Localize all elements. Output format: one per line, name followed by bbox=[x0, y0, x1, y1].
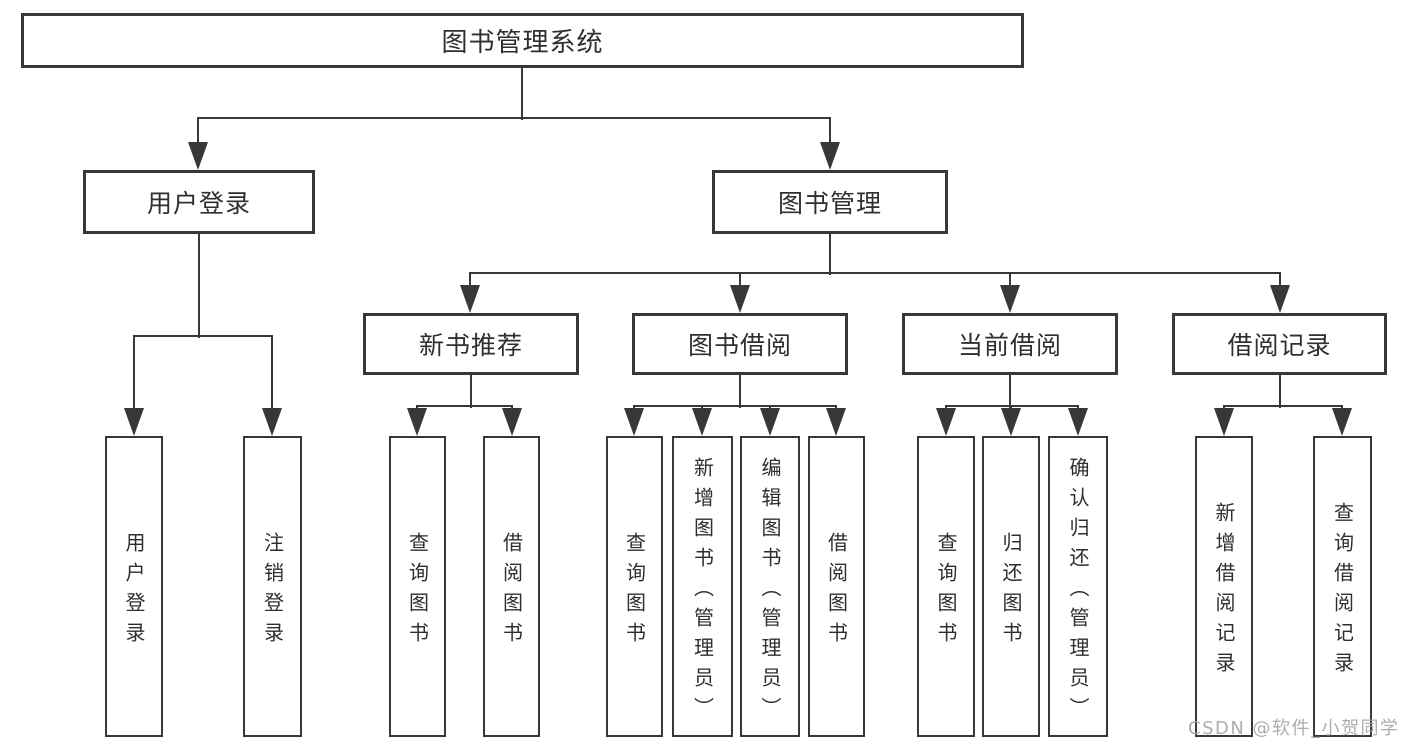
node-label: 新增借阅记录 bbox=[1212, 501, 1236, 682]
connector-line bbox=[1008, 273, 1012, 286]
arrow-down-icon bbox=[460, 285, 480, 313]
node-current-borrowing: 当前借阅 bbox=[902, 313, 1118, 375]
arrow-down-icon bbox=[760, 408, 780, 436]
node-label: 查询图书 bbox=[934, 531, 958, 652]
node-add-borrow-record: 新增借阅记录 bbox=[1195, 436, 1253, 737]
node-label: 查询借阅记录 bbox=[1330, 501, 1355, 682]
connector-line bbox=[196, 116, 832, 120]
connector-line bbox=[270, 336, 274, 410]
arrow-down-icon bbox=[826, 408, 846, 436]
node-book-management: 图书管理 bbox=[712, 170, 948, 234]
connector-line bbox=[632, 404, 838, 408]
connector-line bbox=[738, 375, 742, 408]
arrow-down-icon bbox=[1001, 408, 1021, 436]
node-label: 新增图书（管理员） bbox=[690, 456, 715, 727]
node-label: 借阅图书 bbox=[499, 531, 524, 652]
arrow-down-icon bbox=[188, 142, 208, 170]
watermark: CSDN @软件_小贺同学 bbox=[1188, 718, 1400, 739]
connector-line bbox=[828, 234, 832, 275]
node-user-login: 用户登录 bbox=[83, 170, 315, 234]
arrow-down-icon bbox=[820, 142, 840, 170]
node-query-books-current: 查询图书 bbox=[917, 436, 975, 737]
connector-line bbox=[520, 68, 524, 120]
node-new-book-recommendation: 新书推荐 bbox=[363, 313, 579, 375]
connector-line bbox=[1278, 273, 1282, 286]
node-borrowing-records: 借阅记录 bbox=[1172, 313, 1387, 375]
arrow-down-icon bbox=[407, 408, 427, 436]
node-label: 归还图书 bbox=[999, 531, 1023, 652]
node-user-login-leaf: 用户登录 bbox=[105, 436, 163, 737]
node-label: 图书管理系统 bbox=[441, 28, 604, 58]
node-borrow-books-recommend: 借阅图书 bbox=[483, 436, 540, 737]
connector-line bbox=[1222, 404, 1344, 408]
arrow-down-icon bbox=[1068, 408, 1088, 436]
node-book-borrowing: 图书借阅 bbox=[632, 313, 848, 375]
node-label: 用户登录 bbox=[146, 189, 251, 218]
arrow-down-icon bbox=[1270, 285, 1290, 313]
connector-line bbox=[132, 334, 274, 338]
node-label: 新书推荐 bbox=[418, 331, 523, 360]
arrow-down-icon bbox=[692, 408, 712, 436]
connector-line bbox=[1008, 375, 1012, 408]
arrow-down-icon bbox=[502, 408, 522, 436]
node-label: 用户登录 bbox=[122, 531, 146, 652]
node-label: 借阅图书 bbox=[824, 531, 849, 652]
node-return-books: 归还图书 bbox=[982, 436, 1040, 737]
node-query-books-recommend: 查询图书 bbox=[389, 436, 446, 737]
node-edit-books-admin: 编辑图书（管理员） bbox=[740, 436, 800, 737]
node-query-borrow-record: 查询借阅记录 bbox=[1313, 436, 1372, 737]
node-label: 注销登录 bbox=[260, 531, 285, 652]
node-library-management-system: 图书管理系统 bbox=[21, 13, 1024, 68]
connector-line bbox=[415, 404, 514, 408]
connector-line bbox=[196, 118, 200, 144]
connector-line bbox=[944, 404, 1080, 408]
node-label: 查询图书 bbox=[622, 531, 647, 652]
node-label: 编辑图书（管理员） bbox=[758, 456, 782, 727]
node-confirm-return-admin: 确认归还（管理员） bbox=[1048, 436, 1108, 737]
node-label: 借阅记录 bbox=[1227, 331, 1332, 360]
arrow-down-icon bbox=[1214, 408, 1234, 436]
connector-line bbox=[197, 234, 201, 338]
arrow-down-icon bbox=[1332, 408, 1352, 436]
connector-line bbox=[468, 273, 472, 286]
node-label: 查询图书 bbox=[405, 531, 430, 652]
node-add-books-admin: 新增图书（管理员） bbox=[672, 436, 733, 737]
node-label: 当前借阅 bbox=[957, 331, 1062, 360]
arrow-down-icon bbox=[730, 285, 750, 313]
node-label: 图书管理 bbox=[777, 189, 882, 218]
node-query-books-borrowing: 查询图书 bbox=[606, 436, 663, 737]
arrow-down-icon bbox=[124, 408, 144, 436]
node-label: 图书借阅 bbox=[687, 331, 792, 360]
connector-line bbox=[132, 336, 136, 410]
connector-line bbox=[1278, 375, 1282, 408]
connector-line bbox=[828, 118, 832, 144]
node-logout: 注销登录 bbox=[243, 436, 302, 737]
node-borrow-books: 借阅图书 bbox=[808, 436, 865, 737]
connector-line bbox=[468, 271, 1282, 275]
connector-line bbox=[738, 273, 742, 286]
arrow-down-icon bbox=[624, 408, 644, 436]
node-label: 确认归还（管理员） bbox=[1066, 456, 1090, 727]
arrow-down-icon bbox=[936, 408, 956, 436]
arrow-down-icon bbox=[262, 408, 282, 436]
arrow-down-icon bbox=[1000, 285, 1020, 313]
connector-line bbox=[469, 375, 473, 408]
